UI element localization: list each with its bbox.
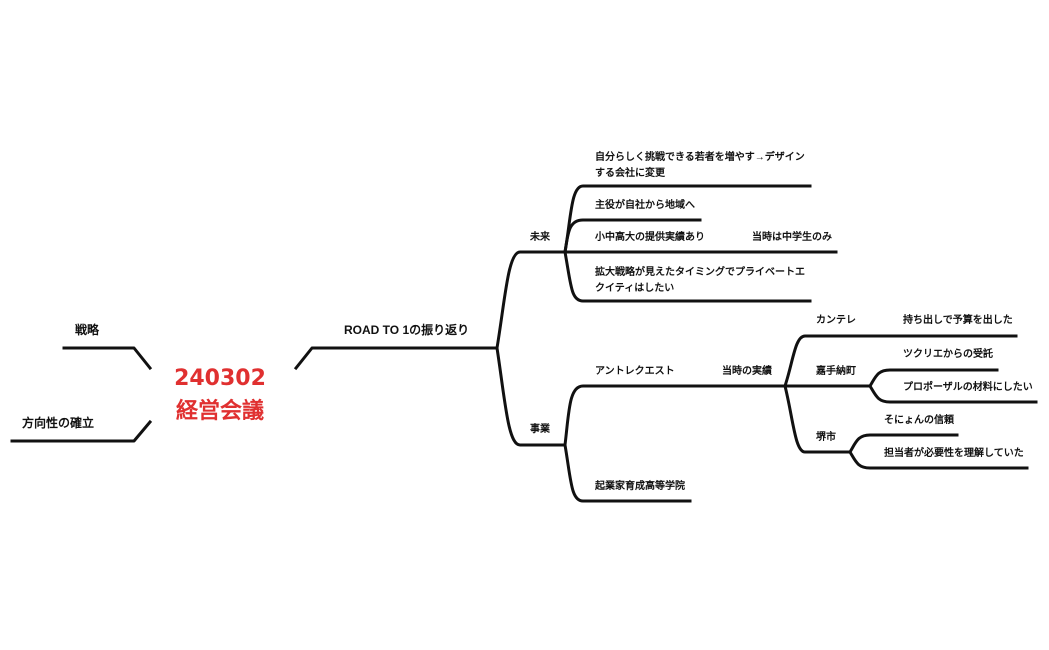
node-road-to-1[interactable]: ROAD TO 1の振り返り [344, 323, 470, 337]
node-kadena-item-2[interactable]: プロポーザルの材料にしたい [903, 382, 1033, 393]
node-strategy[interactable]: 戦略 [75, 323, 100, 337]
node-kantele[interactable]: カンテレ [816, 315, 856, 326]
connector-business [495, 346, 567, 447]
connector-future-2 [563, 218, 702, 254]
central-topic[interactable]: 240302 経営会議 [150, 362, 290, 428]
node-kadena[interactable]: 嘉手納町 [816, 366, 856, 377]
node-future-item-1-line2: する会社に変更 [595, 168, 665, 179]
node-kadena-item-1[interactable]: ツクリエからの受託 [903, 349, 993, 360]
node-future-item-2[interactable]: 主役が自社から地域へ [595, 200, 695, 211]
connector-direction [10, 419, 153, 443]
node-kantele-note[interactable]: 持ち出しで予算を出した [903, 315, 1013, 326]
node-results[interactable]: 当時の実績 [722, 366, 772, 377]
connector-kadena-1 [867, 368, 999, 389]
connector-strategy [62, 346, 153, 371]
connector-academy [563, 443, 692, 503]
node-sakai[interactable]: 堺市 [816, 432, 836, 443]
connector-sakai [783, 384, 852, 454]
node-sakai-item-2[interactable]: 担当者が必要性を理解していた [884, 448, 1024, 459]
node-sakai-item-1[interactable]: そにょんの信頼 [884, 415, 954, 426]
connector-sakai-1 [847, 433, 959, 455]
node-future-item-3-note[interactable]: 当時は中学生のみ [752, 232, 832, 243]
connector-future-4 [563, 250, 812, 303]
connector-road [293, 346, 499, 371]
node-future-item-3[interactable]: 小中高大の提供実績あり [595, 232, 705, 243]
node-business[interactable]: 事業 [530, 424, 550, 435]
connector-kantele [783, 334, 1018, 388]
node-academy[interactable]: 起業家育成高等学院 [595, 481, 685, 492]
node-future-item-1-line1: 自分らしく挑戦できる若者を増やす→デザイン [595, 152, 805, 163]
node-antrek[interactable]: アントレクエスト [595, 366, 675, 377]
node-future-item-4[interactable]: 拡大戦略が見えたタイミングでプライベートエ クイティはしたい [595, 265, 805, 297]
node-future-item-4-line1: 拡大戦略が見えたタイミングでプライベートエ [595, 267, 805, 278]
central-topic-title: 経営会議 [175, 399, 264, 424]
node-future-item-4-line2: クイティはしたい [595, 283, 675, 294]
connector-future [495, 250, 567, 350]
node-future[interactable]: 未来 [530, 232, 550, 243]
node-future-item-1[interactable]: 自分らしく挑戦できる若者を増やす→デザイン する会社に変更 [595, 150, 805, 182]
central-topic-date: 240302 [174, 366, 266, 391]
node-direction[interactable]: 方向性の確立 [22, 416, 95, 430]
connector-antrek [563, 384, 787, 447]
connector-sakai-2 [847, 449, 1029, 470]
connector-kadena-2 [867, 383, 1038, 404]
